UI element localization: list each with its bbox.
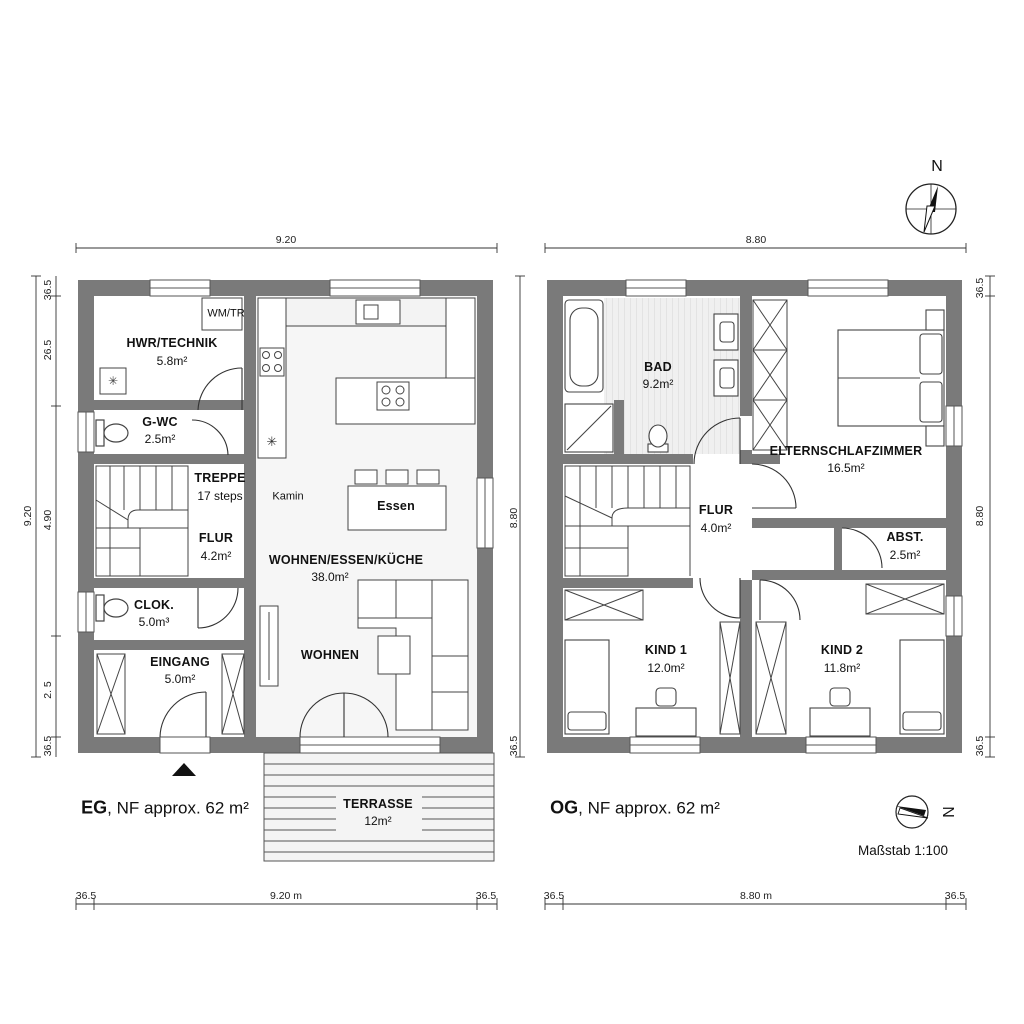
eg-segment-2: 4.90 <box>41 509 54 531</box>
eg-heading-rest: , NF approx. 62 m² <box>107 798 249 818</box>
og-flur-name: FLUR <box>698 502 734 517</box>
eg-hwr-area: 5.8m² <box>156 354 188 369</box>
og-bad-name: BAD <box>644 359 672 374</box>
eg-wek-name: WOHNEN/ESSEN/KÜCHE <box>268 552 424 567</box>
og-double-bed <box>837 309 945 447</box>
svg-text:✳: ✳ <box>108 374 118 388</box>
svg-text:✳: ✳ <box>267 434 278 449</box>
eg-heading: EG, NF approx. 62 m² <box>81 798 249 819</box>
og-wall-bottom-right-v: 36.5 <box>973 735 986 757</box>
og-interior-walls <box>563 296 946 737</box>
eg-plan: ✳ <box>77 279 495 862</box>
og-stairs <box>564 465 691 577</box>
eg-heading-bold: EG <box>81 797 108 818</box>
eg-clok-area: 5.0m³ <box>138 615 170 630</box>
eg-treppe-steps: 17 steps <box>197 489 243 504</box>
og-kind1-name: KIND 1 <box>644 642 688 657</box>
og-depth-right: 8.80 <box>973 505 986 527</box>
eg-wall-top-left: 36.5 <box>41 279 54 301</box>
og-plan <box>547 279 963 754</box>
eg-depth-right: 8.80 <box>507 507 520 529</box>
eg-eingang-area: 5.0m² <box>164 672 196 687</box>
og-kids-furniture <box>564 639 945 737</box>
og-bath-fixtures <box>564 299 739 453</box>
og-heading: OG, NF approx. 62 m² <box>550 798 720 819</box>
og-eltern-name: ELTERNSCHLAFZIMMER <box>769 443 923 458</box>
eg-wm-tr-label: WM/TR <box>207 307 245 320</box>
scale-label: Maßstab 1:100 <box>857 843 949 859</box>
eg-terrasse-name: TERRASSE <box>343 796 413 811</box>
eg-flur-name: FLUR <box>198 530 234 545</box>
og-eltern-area: 16.5m² <box>827 461 865 476</box>
eg-wohnen-name: WOHNEN <box>300 647 360 662</box>
compass-north-letter: N <box>931 157 943 175</box>
eg-hwr-name: HWR/TECHNIK <box>126 335 218 350</box>
og-kind1-area: 12.0m² <box>647 661 685 676</box>
eg-treppe-name: TREPPE <box>194 470 246 485</box>
secondary-compass-icon <box>895 795 929 829</box>
og-width-bottom: 8.80 m <box>739 889 773 902</box>
eg-gwc-area: 2.5m² <box>144 432 176 447</box>
og-wall-top-right: 36.5 <box>973 277 986 299</box>
og-wardrobes <box>564 299 945 735</box>
north-compass-icon <box>905 183 957 235</box>
eg-terrasse-area: 12m² <box>364 814 392 829</box>
eg-sofa <box>259 579 469 731</box>
eg-stairs <box>95 465 189 577</box>
og-heading-rest: , NF approx. 62 m² <box>578 798 720 818</box>
og-width-top: 8.80 <box>745 233 767 246</box>
eg-wall-bottom-right: 36.5 <box>475 889 497 902</box>
compass-secondary-letter: N <box>939 806 957 818</box>
eg-clok-name: CLOK. <box>134 597 174 612</box>
og-kind2-area: 11.8m² <box>823 661 861 676</box>
eg-flur-area: 4.2m² <box>200 549 232 564</box>
dimension-lines <box>31 243 995 910</box>
og-flur-area: 4.0m² <box>700 521 732 536</box>
og-kind2-name: KIND 2 <box>820 642 864 657</box>
eg-width-bottom: 9.20 m <box>269 889 303 902</box>
eg-wek-area: 38.0m² <box>311 570 349 585</box>
eg-wall-right-bottom: 36.5 <box>507 735 520 757</box>
eg-kamin-label: Kamin <box>272 490 304 503</box>
og-abst-name: ABST. <box>886 529 924 544</box>
eg-kitchen: ✳ <box>257 297 476 459</box>
og-wall-bottom-left: 36.5 <box>543 889 565 902</box>
eg-width-top: 9.20 <box>275 233 297 246</box>
og-wall-bottom-right: 36.5 <box>944 889 966 902</box>
og-heading-bold: OG <box>550 797 579 818</box>
eg-gwc-name: G-WC <box>142 414 178 429</box>
eg-depth-left: 9.20 <box>21 505 34 527</box>
og-abst-area: 2.5m² <box>889 548 921 563</box>
og-bad-area: 9.2m² <box>642 377 674 392</box>
eg-dining-table <box>347 469 447 531</box>
eg-eingang-name: EINGANG <box>150 654 210 669</box>
eg-segment-3: 2. 5 <box>41 681 54 699</box>
eg-wall-bottom-left-v: 36.5 <box>41 735 54 757</box>
eg-wall-bottom-left: 36.5 <box>75 889 97 902</box>
eg-segment-1: 26.5 <box>41 339 54 361</box>
eg-essen-label: Essen <box>377 498 415 513</box>
